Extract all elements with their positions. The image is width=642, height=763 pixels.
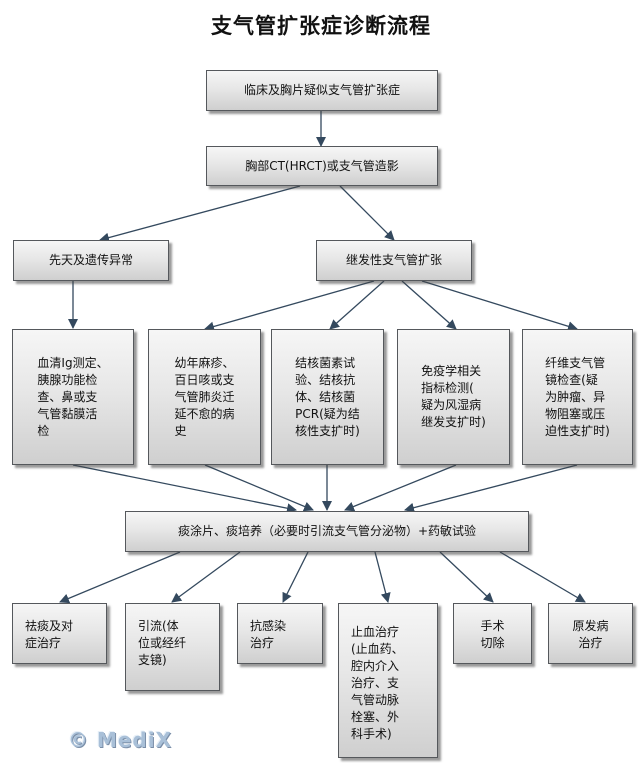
- arrow-immuno-sputum: [344, 464, 457, 512]
- arrow-secondary-immuno: [401, 280, 457, 330]
- node-tb-tests-label: 结核菌素试 验、结核抗 体、结核菌 PCR(疑为结 核性支扩时): [295, 355, 360, 438]
- arrow-secondary-history: [204, 280, 375, 332]
- node-antiinfection-label: 抗感染 治疗: [250, 619, 287, 650]
- arrow-sputum-drainage: [171, 551, 241, 603]
- arrow-sputum-hemostasis: [374, 551, 391, 603]
- arrow-sputum-surgery: [439, 551, 494, 603]
- node-primary-label: 原发病 治疗: [572, 619, 609, 650]
- node-serum-tests-label: 血清Ig测定、 胰腺功能检 查、鼻或支 气管黏膜活 检: [37, 355, 109, 438]
- arrow-secondary-tb: [329, 280, 385, 330]
- arrow-ct-congenital: [99, 185, 301, 243]
- node-congenital: 先天及遗传异常: [13, 240, 169, 281]
- node-sputum: 痰涂片、痰培养（必要时引流支气管分泌物）+药敏试验: [125, 511, 529, 552]
- node-secondary-label: 继发性支气管扩张: [345, 253, 442, 267]
- diagram-title: 支气管扩张症诊断流程: [211, 13, 431, 38]
- node-primary: 原发病 治疗: [548, 603, 633, 664]
- node-ct: 胸部CT(HRCT)或支气管造影: [206, 146, 438, 186]
- arrow-sputum-expectorant: [59, 551, 181, 604]
- node-hemostasis: 止血治疗 (止血药、 腔内介入 治疗、支 气管动脉 栓塞、外 科手术): [338, 603, 438, 758]
- node-congenital-label: 先天及遗传异常: [48, 253, 133, 267]
- node-expectorant: 祛痰及对 症治疗: [12, 603, 107, 664]
- node-history-label: 幼年麻疹、 百日咳或支 气管肺炎迁 延不愈的病 史: [174, 355, 235, 438]
- arrow-sputum-antiinfection: [282, 551, 309, 603]
- arrow-ct-secondary: [339, 185, 395, 241]
- node-ct-label: 胸部CT(HRCT)或支气管造影: [245, 158, 399, 173]
- node-tb-tests: 结核菌素试 验、结核抗 体、结核菌 PCR(疑为结 核性支扩时): [271, 329, 384, 465]
- node-suspect: 临床及胸片疑似支气管扩张症: [206, 70, 438, 111]
- arrow-history-sputum: [204, 464, 314, 512]
- node-history: 幼年麻疹、 百日咳或支 气管肺炎迁 延不愈的病 史: [148, 329, 261, 465]
- node-immuno: 免疫学相关 指标检测( 疑为风湿病 继发支扩时): [397, 329, 510, 465]
- node-expectorant-label: 祛痰及对 症治疗: [25, 619, 74, 650]
- node-drainage-label: 引流(体 位或经纤 支镜): [138, 619, 187, 667]
- node-bronchoscopy: 纤维支气管 镜检查(疑 为肿瘤、异 物阻塞或压 迫性支扩时): [522, 329, 633, 465]
- arrow-secondary-bronchoscopy: [421, 280, 578, 332]
- node-bronchoscopy-label: 纤维支气管 镜检查(疑 为肿瘤、异 物阻塞或压 迫性支扩时): [545, 355, 610, 438]
- arrow-serum-sputum: [72, 464, 297, 514]
- node-serum-tests: 血清Ig测定、 胰腺功能检 查、鼻或支 气管黏膜活 检: [12, 329, 134, 465]
- node-hemostasis-label: 止血治疗 (止血药、 腔内介入 治疗、支 气管动脉 栓塞、外 科手术): [351, 625, 404, 741]
- node-surgery: 手术 切除: [453, 603, 532, 664]
- node-surgery-label: 手术 切除: [480, 619, 505, 650]
- medix-watermark: © MediX: [68, 728, 173, 752]
- node-immuno-label: 免疫学相关 指标检测( 疑为风湿病 继发支扩时): [421, 364, 486, 429]
- arrow-bronchoscopy-sputum: [404, 464, 578, 513]
- node-suspect-label: 临床及胸片疑似支气管扩张症: [243, 83, 400, 97]
- arrow-sputum-primary: [499, 551, 586, 603]
- node-antiinfection: 抗感染 治疗: [237, 603, 323, 664]
- node-sputum-label: 痰涂片、痰培养（必要时引流支气管分泌物）+药敏试验: [177, 524, 477, 538]
- node-drainage: 引流(体 位或经纤 支镜): [125, 603, 220, 691]
- node-secondary: 继发性支气管扩张: [316, 240, 472, 281]
